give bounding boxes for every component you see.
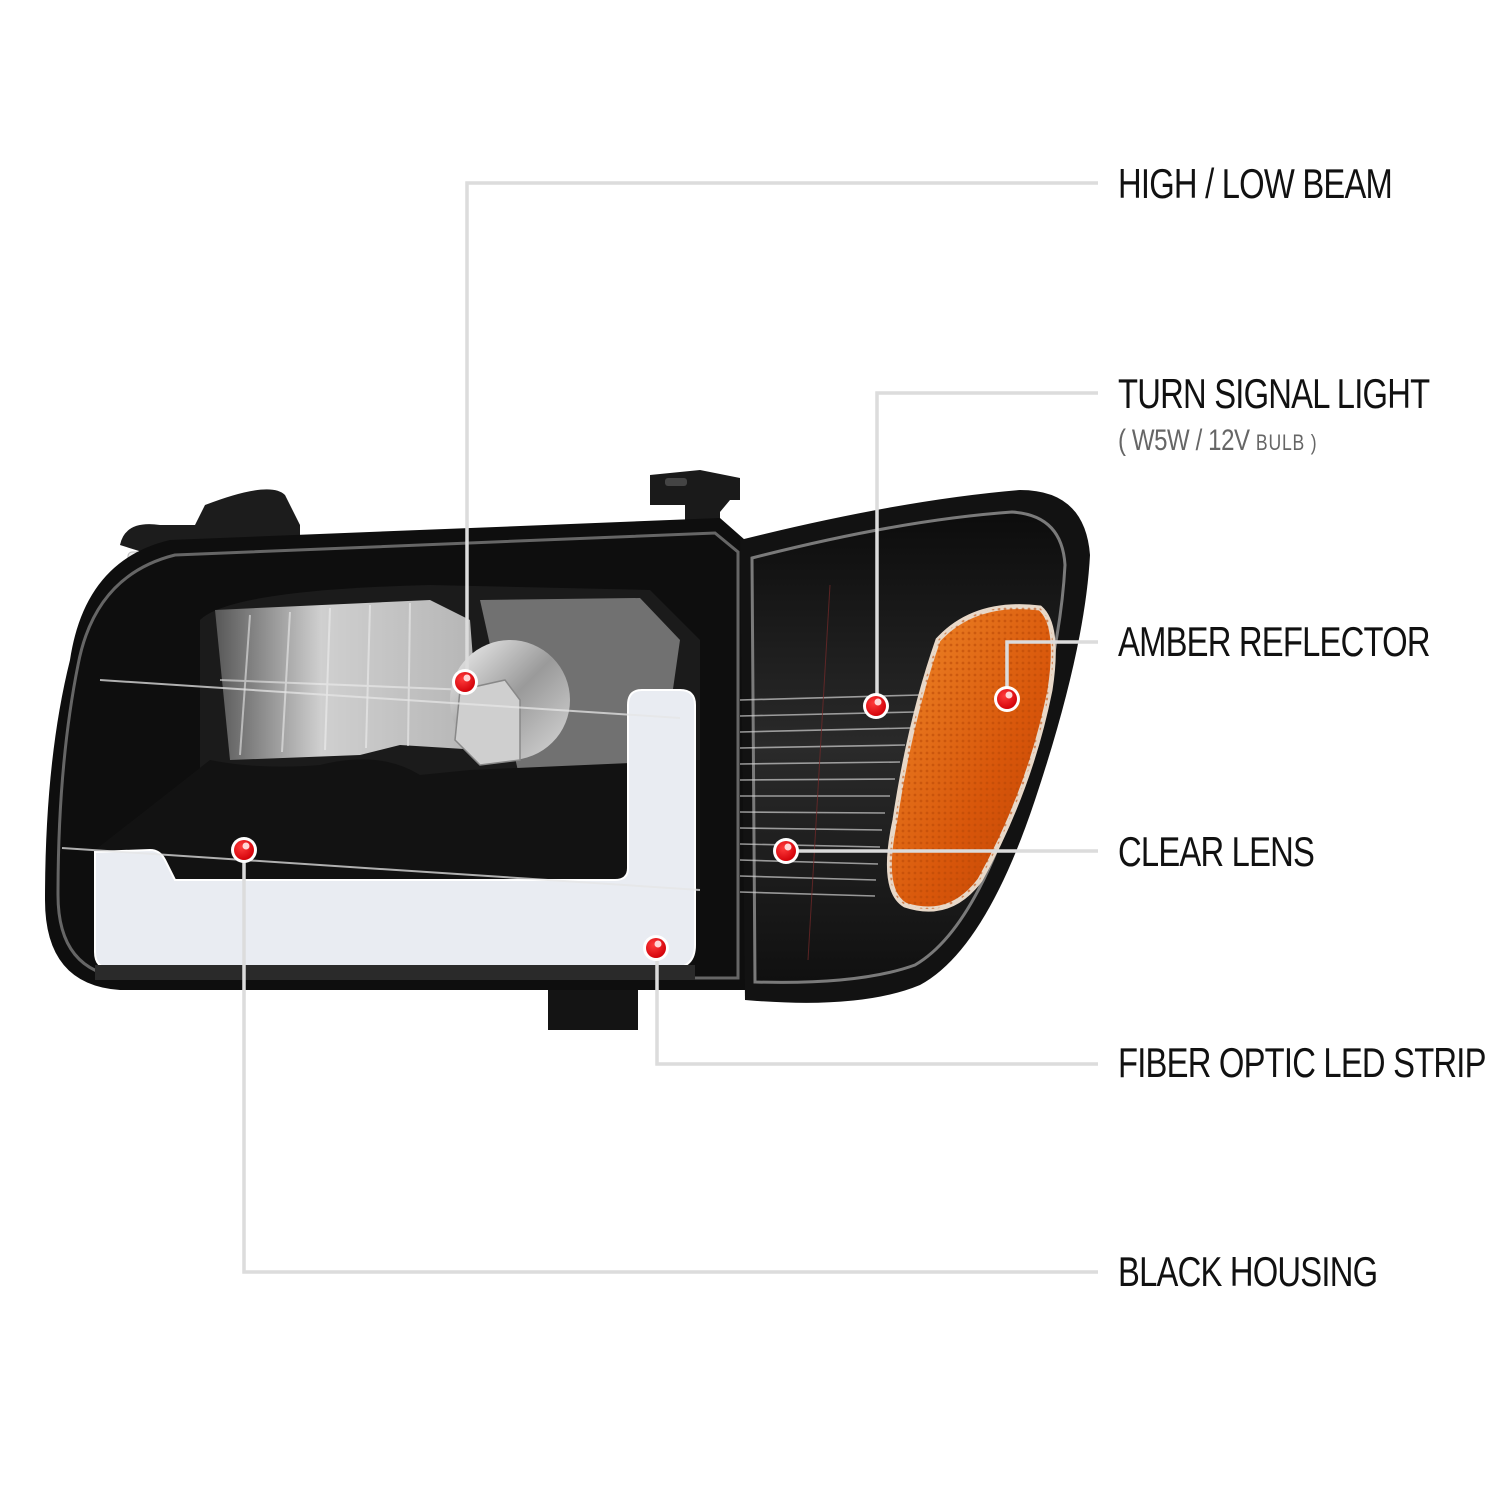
callout-dot-high-low-beam (452, 669, 478, 695)
label-turn-signal-light: TURN SIGNAL LIGHT (1118, 370, 1430, 417)
label-fiber-optic-led-strip: FIBER OPTIC LED STRIP (1118, 1039, 1486, 1086)
sublabel-bulb-word: BULB ) (1255, 430, 1318, 455)
sublabel-bulb-spec: ( W5W / 12V (1118, 424, 1250, 457)
label-amber-reflector: AMBER REFLECTOR (1118, 618, 1430, 665)
callout-dot-black-housing (231, 837, 257, 863)
label-clear-lens: CLEAR LENS (1118, 828, 1315, 875)
callout-line-amber-reflector (1005, 640, 1098, 698)
callout-line-fiber-optic (655, 948, 1098, 1066)
corner-light (739, 490, 1090, 1003)
callout-dots (231, 669, 1020, 961)
callout-dot-amber-reflector (994, 686, 1020, 712)
callout-line-black-housing (242, 850, 1098, 1274)
sublabel-turn-signal-bulb: ( W5W / 12V BULB ) (1118, 426, 1317, 456)
callout-lines (242, 181, 1098, 1274)
callout-line-turn-signal (875, 391, 1098, 706)
callout-dot-clear-lens (773, 838, 799, 864)
label-black-housing: BLACK HOUSING (1118, 1248, 1378, 1295)
callout-line-high-low-beam (465, 181, 1098, 680)
callout-dot-fiber-optic (643, 935, 669, 961)
callout-dot-turn-signal (863, 693, 889, 719)
label-high-low-beam: HIGH / LOW BEAM (1118, 160, 1393, 207)
main-headlight-housing (45, 518, 745, 990)
